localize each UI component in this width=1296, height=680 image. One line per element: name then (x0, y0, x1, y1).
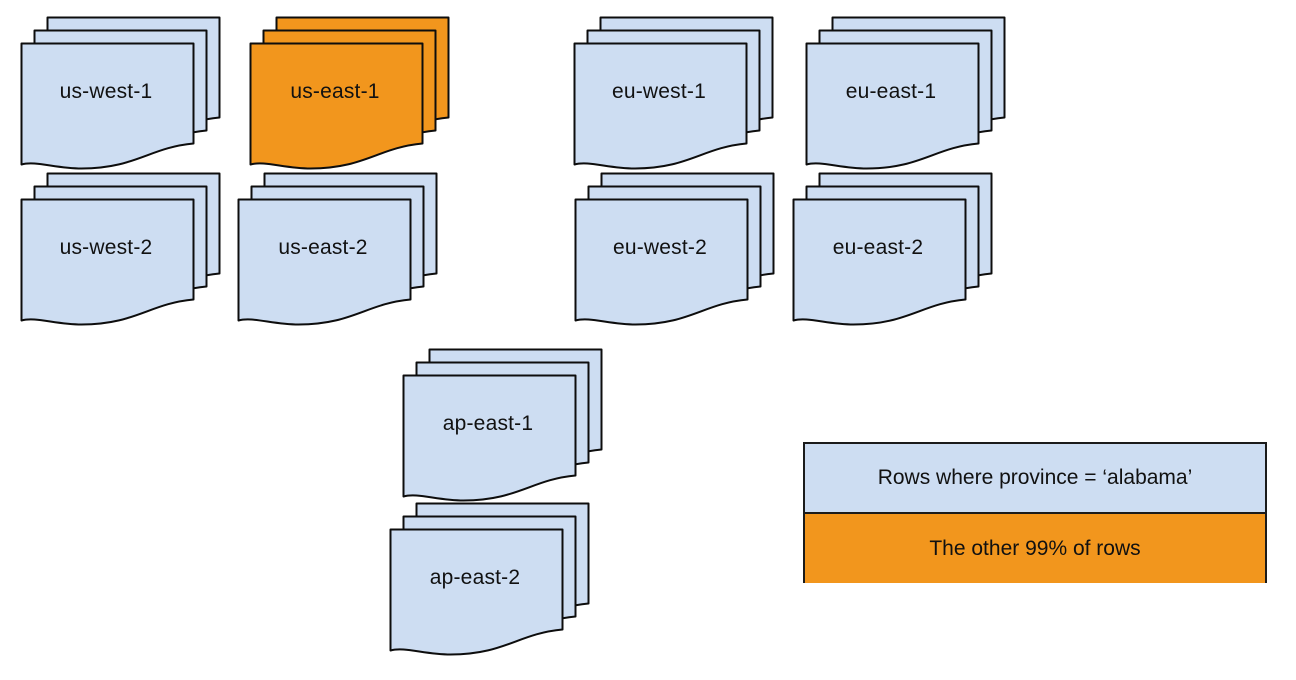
legend-row-other: The other 99% of rows (805, 514, 1265, 583)
document-stack-ap-east-1: ap-east-1 (402, 348, 603, 502)
document-stack-eu-west-1: eu-west-1 (573, 16, 774, 170)
document-stack-eu-east-1: eu-east-1 (805, 16, 1006, 170)
document-stack-us-east-2: us-east-2 (237, 172, 438, 326)
document-stack-icon (20, 172, 221, 326)
document-stack-icon (574, 172, 775, 326)
document-stack-icon (389, 502, 590, 656)
document-stack-icon (249, 16, 450, 170)
document-stack-icon (573, 16, 774, 170)
legend-row-alabama: Rows where province = ‘alabama’ (805, 444, 1265, 514)
document-stack-icon (237, 172, 438, 326)
document-stack-us-west-2: us-west-2 (20, 172, 221, 326)
document-stack-eu-west-2: eu-west-2 (574, 172, 775, 326)
document-stack-icon (805, 16, 1006, 170)
document-stack-eu-east-2: eu-east-2 (792, 172, 993, 326)
legend-label-alabama: Rows where province = ‘alabama’ (877, 466, 1193, 489)
legend: Rows where province = ‘alabama’ The othe… (803, 442, 1267, 583)
document-stack-icon (792, 172, 993, 326)
document-stack-us-west-1: us-west-1 (20, 16, 221, 170)
document-stack-ap-east-2: ap-east-2 (389, 502, 590, 656)
document-stack-icon (20, 16, 221, 170)
document-stack-us-east-1: us-east-1 (249, 16, 450, 170)
legend-label-other: The other 99% of rows (929, 536, 1141, 560)
document-stack-icon (402, 348, 603, 502)
